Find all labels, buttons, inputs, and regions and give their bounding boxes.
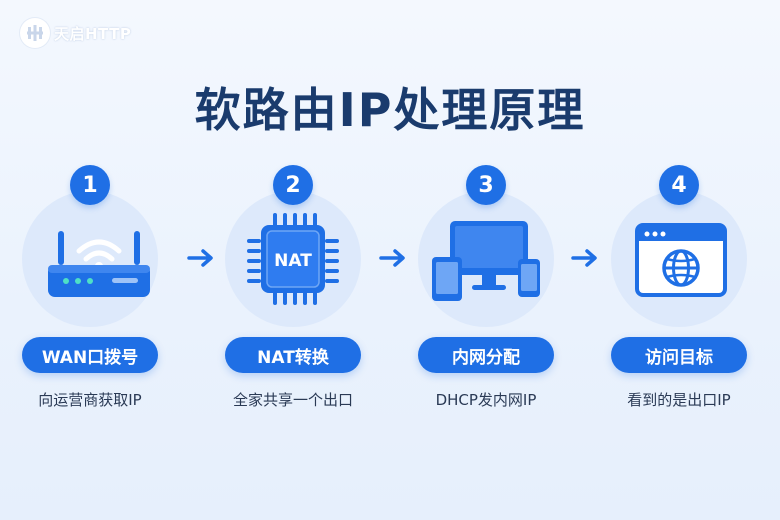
step-description: 看到的是出口IP	[627, 391, 731, 409]
arrow-right-icon	[186, 246, 216, 270]
step-icon-circle	[418, 191, 554, 327]
step-number: 4	[659, 165, 699, 205]
step-2: 2 NAT NAT转换 全家共享一个出口	[203, 165, 383, 425]
router-icon	[48, 231, 150, 297]
step-label: WAN口拨号	[22, 337, 158, 373]
step-label: NAT转换	[225, 337, 361, 373]
step-description: 向运营商获取IP	[38, 391, 142, 409]
browser-globe-icon	[635, 223, 727, 297]
step-3: 3 内网分配 DHCP发内网IP	[396, 165, 576, 425]
step-icon-circle: NAT	[225, 191, 361, 327]
step-label: 访问目标	[611, 337, 747, 373]
step-description: 全家共享一个出口	[232, 391, 353, 409]
brand-logo: 天启HTTP	[20, 18, 131, 48]
logo-mark-icon	[20, 18, 50, 48]
step-number: 3	[466, 165, 506, 205]
step-icon-circle	[22, 191, 158, 327]
step-label: 内网分配	[418, 337, 554, 373]
step-icon-circle	[611, 191, 747, 327]
step-1: 1 WAN口拨号 向运营商获取IP	[0, 165, 180, 425]
chip-label: NAT	[274, 251, 312, 271]
arrow-right-icon	[378, 246, 408, 270]
step-number: 2	[273, 165, 313, 205]
step-description: DHCP发内网IP	[435, 391, 537, 409]
step-4: 4 访问目标 看到的是出口IP	[589, 165, 769, 425]
step-number: 1	[70, 165, 110, 205]
page-title: 软路由IP处理原理	[194, 83, 586, 137]
arrow-right-icon	[570, 246, 600, 270]
nat-chip-icon: NAT	[247, 213, 339, 305]
devices-icon	[432, 221, 540, 301]
brand-name: 天启HTTP	[54, 24, 132, 43]
